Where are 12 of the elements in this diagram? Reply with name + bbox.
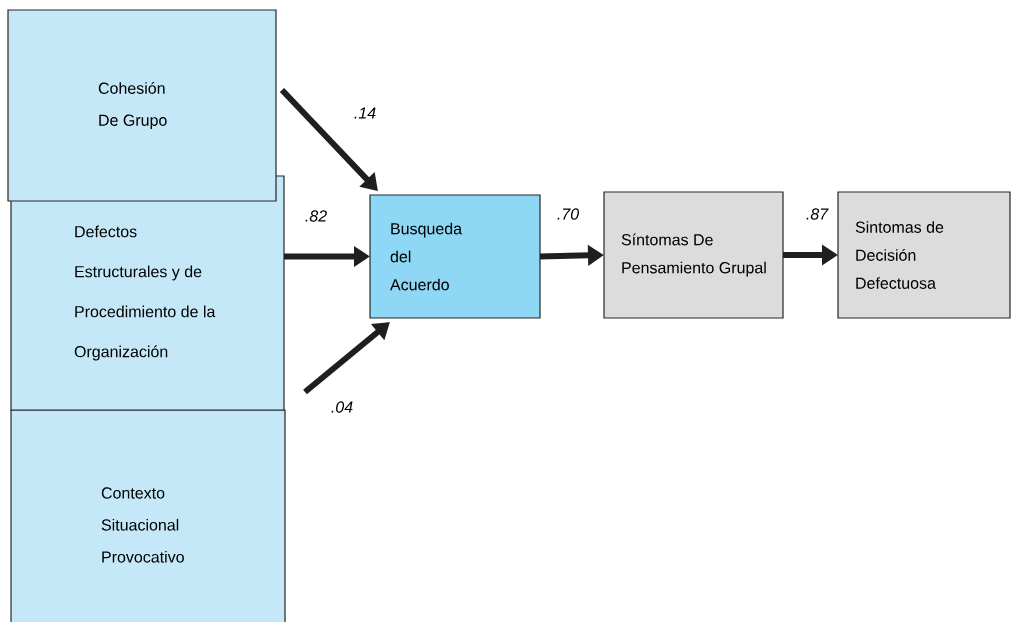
arrow [303, 322, 390, 395]
box: Busqueda del Acuerdo [369, 194, 541, 319]
edge-label: .14 [354, 107, 376, 119]
box: Contexto Situacional Provocativo [10, 409, 286, 622]
box: Cohesión De Grupo [7, 9, 277, 202]
edge-label: .87 [806, 208, 829, 220]
box: Sintomas de Decisión Defectuosa [837, 191, 1011, 319]
arrow [279, 87, 378, 191]
edge-label: .04 [331, 401, 353, 413]
edge-label: .70 [557, 208, 579, 220]
box: Síntomas De Pensamiento Grupal [603, 191, 784, 319]
edge-label: .82 [305, 210, 327, 222]
